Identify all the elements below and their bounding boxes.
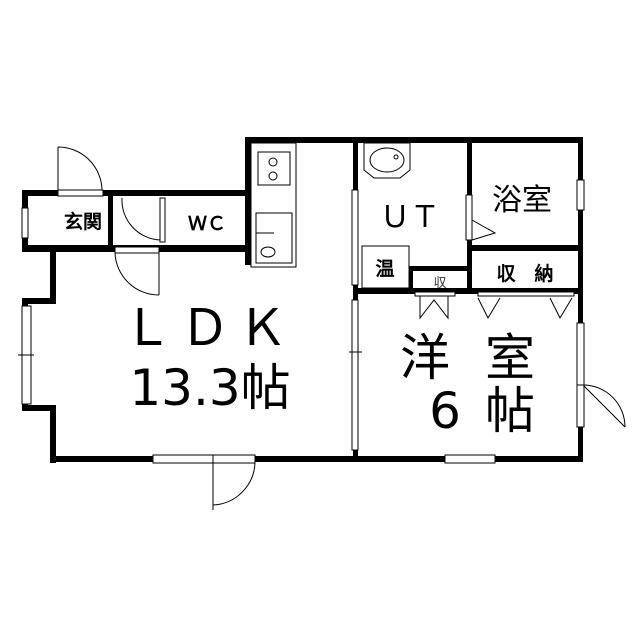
ldk-size: 13.3帖 bbox=[129, 359, 290, 417]
water-heater-label: 温 bbox=[375, 258, 394, 280]
western-room-size-1: 6 bbox=[429, 382, 461, 440]
ldk-label: ＬＤＫ bbox=[123, 299, 288, 357]
ut-label: ＵＴ bbox=[380, 200, 440, 235]
storage-label: 収 納 bbox=[496, 262, 553, 285]
washbasin-icon bbox=[363, 142, 411, 179]
windows bbox=[18, 179, 585, 464]
western-room-size-2: 帖 bbox=[485, 382, 535, 440]
bath-label: 浴室 bbox=[492, 183, 552, 218]
closet-small-label: 収 bbox=[433, 276, 446, 291]
wc-label: ＷＣ bbox=[188, 213, 226, 235]
water-heater-box bbox=[361, 245, 410, 289]
western-room-label-2: 室 bbox=[485, 329, 535, 387]
entrance-label: 玄関 bbox=[64, 210, 102, 233]
western-room-label-1: 洋 bbox=[400, 329, 450, 387]
doors bbox=[57, 146, 626, 510]
kitchen-sink-icon bbox=[255, 212, 293, 264]
